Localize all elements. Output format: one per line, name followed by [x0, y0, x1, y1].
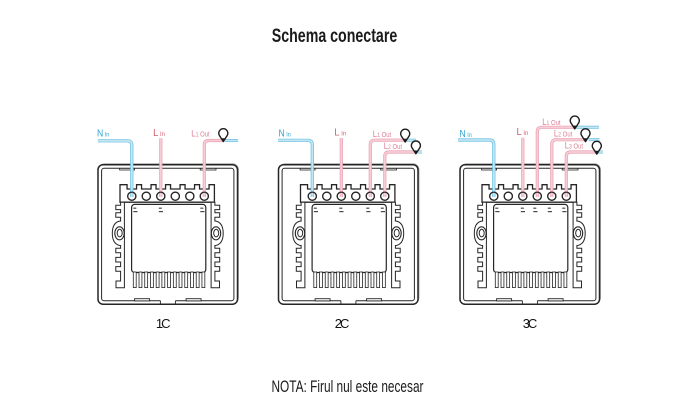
- svg-text:2C: 2C: [335, 316, 350, 331]
- svg-text:1C: 1C: [156, 316, 171, 331]
- svg-text:L1 Out: L1 Out: [542, 117, 560, 127]
- svg-text:NOTA: Firul nul este necesar: NOTA: Firul nul este necesar: [272, 377, 424, 396]
- svg-text:3C: 3C: [523, 316, 538, 331]
- svg-text:Schema conectare: Schema conectare: [272, 26, 398, 47]
- svg-text:L3 Out: L3 Out: [565, 141, 583, 151]
- svg-text:L1 Out: L1 Out: [191, 128, 209, 138]
- svg-text:L2 Out: L2 Out: [384, 141, 402, 151]
- svg-text:L2 Out: L2 Out: [554, 128, 572, 138]
- svg-text:L1 Out: L1 Out: [373, 129, 391, 139]
